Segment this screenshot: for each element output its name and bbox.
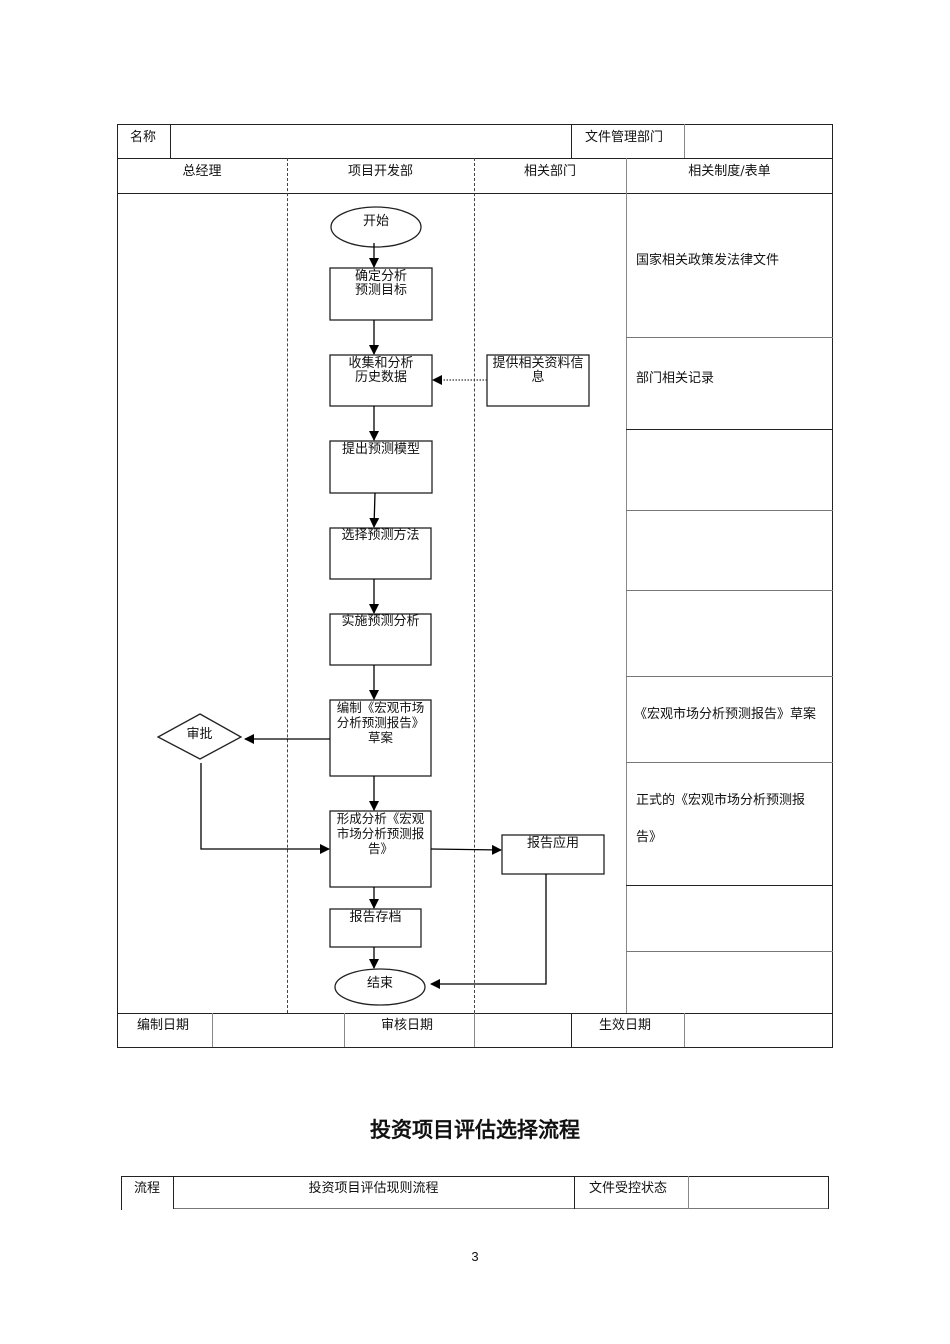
implement-analysis-node[interactable] (329, 613, 432, 666)
propose-model-node[interactable] (329, 440, 433, 494)
implement-analysis-label: 实施预测分析 (341, 614, 420, 629)
col-divider (344, 1013, 345, 1047)
start-node[interactable] (330, 206, 422, 248)
col-divider (684, 124, 685, 158)
file-dept-label: 文件管理部门 (585, 130, 664, 145)
report-apply-node[interactable] (501, 834, 605, 875)
doc-row-divider (626, 429, 833, 430)
draft-report-node[interactable] (329, 699, 432, 777)
doc-row-divider (626, 885, 833, 886)
lane-divider (474, 158, 475, 1013)
table-bottom-border (173, 1208, 829, 1209)
propose-model-label: 提出预测模型 (341, 442, 420, 457)
name-value[interactable] (180, 130, 560, 148)
table-right-border (828, 1176, 829, 1209)
end-label: 结束 (366, 976, 393, 991)
provide-info-node[interactable] (486, 354, 590, 407)
col-divider (571, 124, 572, 158)
approve-label: 审批 (186, 727, 213, 742)
start-label: 开始 (362, 214, 389, 229)
name-label: 名称 (130, 130, 157, 145)
archive-label: 报告存档 (349, 910, 402, 925)
doc-national-policy: 国家相关政策发法律文件 (636, 253, 780, 268)
determine-goal-node[interactable] (329, 267, 433, 321)
doc-row-divider (626, 762, 833, 763)
collect-data-node[interactable] (329, 354, 433, 407)
page-number: 3 (471, 1249, 479, 1264)
table-top-border (121, 1176, 829, 1177)
control-status-label: 文件受控状态 (589, 1181, 668, 1196)
col-divider (173, 1176, 174, 1209)
report-apply-label: 报告应用 (526, 836, 579, 851)
doc-row-divider (626, 676, 833, 677)
lane-header-related-dept: 相关部门 (523, 164, 576, 179)
doc-report-draft: 《宏观市场分析预测报告》草案 (634, 707, 817, 722)
table-left-border (121, 1176, 122, 1210)
doc-row-divider (626, 337, 833, 338)
col-divider (571, 1013, 572, 1047)
doc-formal-report-line1: 正式的《宏观市场分析预测报 (636, 793, 806, 808)
col-divider (688, 1176, 689, 1209)
select-method-label: 选择预测方法 (341, 528, 420, 543)
section-title: 投资项目评估选择流程 (370, 1118, 580, 1142)
process-value[interactable]: 投资项目评估现则流程 (308, 1181, 439, 1196)
col-divider (212, 1013, 213, 1047)
form-report-node[interactable] (329, 810, 432, 888)
lane-header-project-dev: 项目开发部 (347, 164, 413, 179)
control-status-value[interactable] (694, 1181, 822, 1199)
effective-date-value[interactable] (690, 1018, 825, 1036)
end-node[interactable] (334, 968, 426, 1006)
compile-date-value[interactable] (218, 1018, 338, 1036)
doc-formal-report-line2: 告》 (636, 830, 663, 845)
file-dept-value[interactable] (692, 130, 822, 148)
row-divider (117, 193, 833, 194)
doc-dept-records: 部门相关记录 (636, 371, 715, 386)
compile-date-label: 编制日期 (137, 1018, 190, 1033)
process-label: 流程 (134, 1181, 161, 1196)
row-divider (117, 1013, 833, 1014)
review-date-label: 审核日期 (381, 1018, 434, 1033)
row-divider (117, 158, 833, 159)
doc-row-divider (626, 590, 833, 591)
review-date-value[interactable] (480, 1018, 565, 1036)
approve-decision-node[interactable] (156, 713, 243, 760)
col-divider (684, 1013, 685, 1047)
flow-table-border (117, 124, 833, 1048)
select-method-node[interactable] (329, 527, 432, 580)
archive-node[interactable] (329, 908, 422, 948)
doc-row-divider (626, 951, 833, 952)
doc-row-divider (626, 510, 833, 511)
col-divider (574, 1176, 575, 1209)
effective-date-label: 生效日期 (599, 1018, 652, 1033)
col-divider (170, 124, 171, 158)
lane-divider (287, 158, 288, 1013)
lane-header-documents: 相关制度/表单 (688, 164, 771, 179)
col-divider (474, 1013, 475, 1047)
lane-header-general-manager: 总经理 (182, 164, 222, 179)
lane-divider (626, 158, 627, 1013)
